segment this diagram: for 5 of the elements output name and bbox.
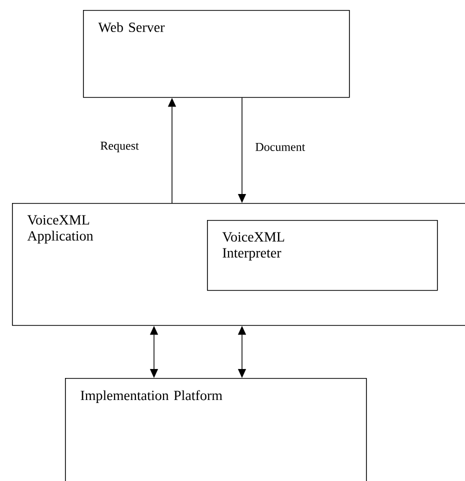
box: Web Server bbox=[83, 10, 350, 98]
edge-label: Request bbox=[100, 142, 139, 152]
box: Implementation Platform bbox=[65, 378, 367, 481]
box: VoiceXML Interpreter bbox=[207, 220, 438, 291]
edge-label: Document bbox=[256, 143, 306, 151]
